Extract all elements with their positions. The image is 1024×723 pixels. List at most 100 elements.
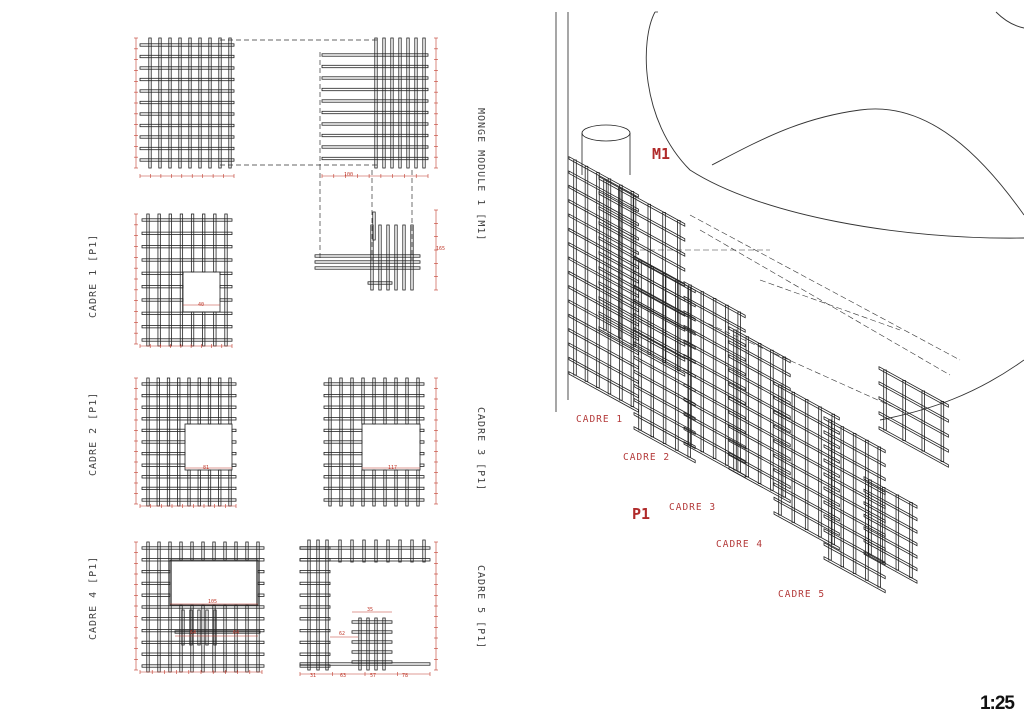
slat [141,382,237,386]
opening [182,271,221,313]
axo-slat [683,295,746,333]
post [146,541,150,673]
slat [139,77,235,82]
slat [139,158,235,162]
module-side-detail [314,211,421,291]
slat [323,405,425,409]
axo-post [700,291,704,453]
slat [323,451,363,456]
slat [141,218,233,222]
post [157,213,161,347]
axo-slat [568,156,639,198]
slat [141,570,171,574]
axo-slat [683,426,746,464]
axo-slat [598,326,686,377]
axo-slat [773,424,840,464]
post [382,617,386,671]
dim-cadre5-left: 62 [339,631,345,637]
slat [141,475,237,479]
post [202,213,206,273]
slat [231,428,237,433]
post [190,541,194,561]
post [228,37,232,169]
post [197,609,201,646]
dim-cadre3-opening: 117 [388,465,397,471]
slat [139,146,235,151]
axonometric-view [555,11,1024,594]
axo-slat [633,426,696,464]
module-plan-right [321,37,429,169]
slat [141,593,171,597]
axo-slat [633,383,696,421]
slat [139,112,235,116]
post [181,609,185,646]
slat [351,650,393,654]
axo-slat [683,310,746,348]
slat [141,617,265,621]
slat [299,605,331,609]
axo-slat [773,496,840,537]
axo-slat [863,513,918,547]
axo-slat [633,298,696,336]
post [198,37,202,169]
post [234,541,238,561]
post [157,541,161,673]
axo-dash-line [689,214,961,361]
slat [351,660,393,664]
post [374,617,378,671]
slat [323,428,363,433]
axo-slat [633,312,696,351]
slat [351,620,393,624]
axo-post [725,304,729,466]
axo-post [596,172,600,389]
post [148,37,152,169]
cadre5-plan [299,539,431,671]
axo-slat [823,542,886,580]
axo-slat [568,213,639,256]
post [213,609,217,646]
slat [139,43,235,47]
post [394,224,398,291]
post [158,37,162,169]
dimension-lines [134,37,438,676]
axo-slat [633,326,696,365]
dim-module-top: 100 [344,172,353,178]
post [168,213,172,347]
axo-slat [863,526,918,559]
axo-slat [878,426,949,468]
dim-cadre4-left: 64 [190,630,196,636]
slat [141,463,186,467]
slat [299,617,331,621]
axo-slat [823,556,886,594]
post [245,604,249,673]
axo-slat [728,410,791,448]
axo-slat [878,411,949,453]
post [370,224,374,291]
axo-slat [878,396,949,438]
module-plan-left [139,37,235,169]
axo-slat [633,397,696,436]
axo-slat [568,184,639,227]
slat [231,451,237,456]
slat [299,581,331,586]
module-tag-m1: M1 [652,145,670,163]
post [212,541,216,561]
post [374,37,378,169]
slat [141,393,237,398]
cadre3-title: CADRE 3 [P1] [475,407,486,492]
slat [141,605,265,609]
axo-post [737,311,741,473]
cylinder-tank [581,124,631,175]
slat [351,640,393,644]
axo-slat [598,206,686,257]
slat [141,440,186,444]
slat [419,463,425,467]
axo-label-cadre3: CADRE 3 [669,502,716,513]
post [190,213,195,273]
scale-label: 1:25 [979,693,1015,714]
post [307,539,311,671]
post [189,609,193,646]
axo-post [573,159,577,376]
cadre1-title: CADRE 1 [P1] [88,233,99,318]
module-title: MONGE MODULE 1 [M1] [475,108,486,242]
